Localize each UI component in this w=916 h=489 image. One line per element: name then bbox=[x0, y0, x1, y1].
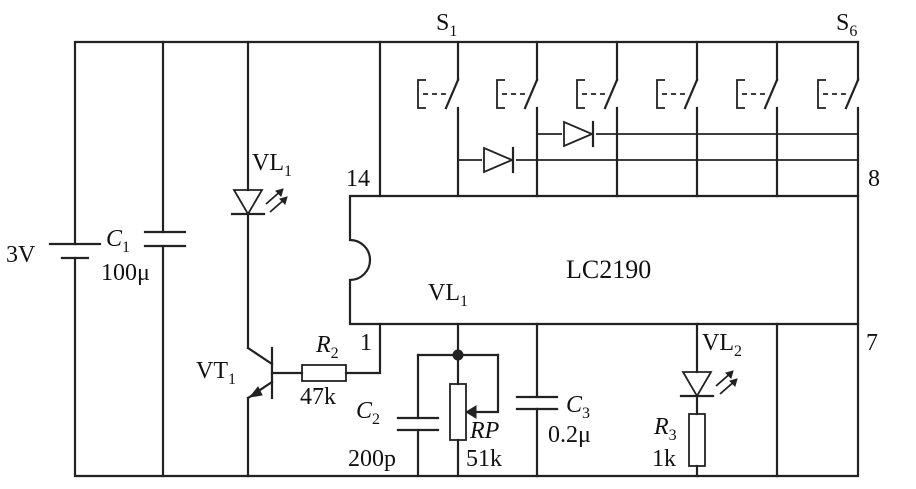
switch-s4 bbox=[656, 40, 699, 198]
vl2-label: VL2 bbox=[702, 330, 742, 360]
rc-network bbox=[396, 322, 500, 478]
r3-sub: 3 bbox=[669, 427, 677, 444]
switch-s6 bbox=[817, 40, 860, 198]
vl1-emission-arrows bbox=[265, 188, 288, 213]
ic-vl1-label: VL1 bbox=[428, 280, 468, 310]
switch-s6-label: S6 bbox=[836, 10, 857, 40]
r2-value: 47k bbox=[300, 384, 336, 410]
switch-s5 bbox=[736, 40, 779, 198]
vl1-led bbox=[230, 40, 288, 350]
c2-value: 200p bbox=[348, 446, 396, 472]
rp-label: RP bbox=[469, 418, 500, 444]
r3-resistor bbox=[688, 413, 706, 478]
diode-d1 bbox=[562, 120, 596, 148]
r2-base: R bbox=[315, 332, 331, 358]
vl2-sub: 2 bbox=[734, 343, 742, 360]
c3-label: C3 bbox=[566, 392, 590, 422]
ic-pin-14: 14 bbox=[346, 166, 370, 192]
vl1-label: VL1 bbox=[252, 150, 292, 180]
ic-pin-7: 7 bbox=[866, 330, 878, 356]
diode-bus bbox=[458, 120, 858, 174]
c2-sub: 2 bbox=[372, 411, 380, 428]
bottom-rail bbox=[73, 256, 860, 478]
c3-sub: 3 bbox=[582, 405, 590, 422]
c2-base: C bbox=[356, 398, 373, 424]
ic-vl1-sub: 1 bbox=[460, 293, 468, 310]
vl2-base: VL bbox=[702, 330, 734, 356]
switch-s2 bbox=[496, 40, 539, 198]
vl1-sub: 1 bbox=[284, 163, 292, 180]
c3-capacitor bbox=[515, 322, 559, 478]
r2-resistor bbox=[301, 322, 382, 382]
r3-value: 1k bbox=[652, 446, 676, 472]
c3-value: 0.2μ bbox=[548, 422, 591, 448]
ic-name: LC2190 bbox=[566, 255, 651, 284]
c1-capacitor bbox=[143, 40, 187, 478]
c1-base: C bbox=[106, 226, 123, 252]
r3-label: R3 bbox=[653, 414, 677, 444]
r3-base: R bbox=[653, 414, 669, 440]
c1-sub: 1 bbox=[122, 239, 130, 256]
r2-sub: 2 bbox=[331, 345, 339, 362]
r2-label: R2 bbox=[315, 332, 339, 362]
s1-base: S bbox=[436, 10, 449, 36]
ic-body bbox=[348, 194, 860, 326]
vt1-sub: 1 bbox=[228, 371, 236, 388]
switch-bank bbox=[417, 40, 860, 198]
vt1-label: VT1 bbox=[196, 358, 236, 388]
ic-vl1-base: VL bbox=[428, 280, 460, 306]
rp-value: 51k bbox=[466, 446, 502, 472]
s6-base: S bbox=[836, 10, 849, 36]
s6-sub: 6 bbox=[849, 23, 857, 40]
switch-s1 bbox=[417, 40, 460, 198]
battery-symbol bbox=[48, 242, 102, 260]
c1-label: C1 bbox=[106, 226, 130, 256]
c3-base: C bbox=[566, 392, 583, 418]
vt1-transistor bbox=[246, 346, 304, 478]
diode-d2 bbox=[482, 146, 516, 174]
vl1-base: VL bbox=[252, 150, 284, 176]
s1-sub: 1 bbox=[449, 23, 457, 40]
vl2-led bbox=[679, 322, 738, 416]
ic-pin-8: 8 bbox=[868, 166, 880, 192]
switch-s1-label: S1 bbox=[436, 10, 457, 40]
c2-label: C2 bbox=[356, 398, 380, 428]
vt1-base: VT bbox=[196, 358, 228, 384]
vl2-emission-arrows bbox=[715, 370, 738, 395]
top-rail bbox=[73, 40, 860, 246]
ic-pin-1: 1 bbox=[360, 330, 372, 356]
battery-label: 3V bbox=[6, 242, 36, 268]
switch-s3 bbox=[576, 40, 619, 198]
c1-value: 100μ bbox=[101, 260, 150, 286]
